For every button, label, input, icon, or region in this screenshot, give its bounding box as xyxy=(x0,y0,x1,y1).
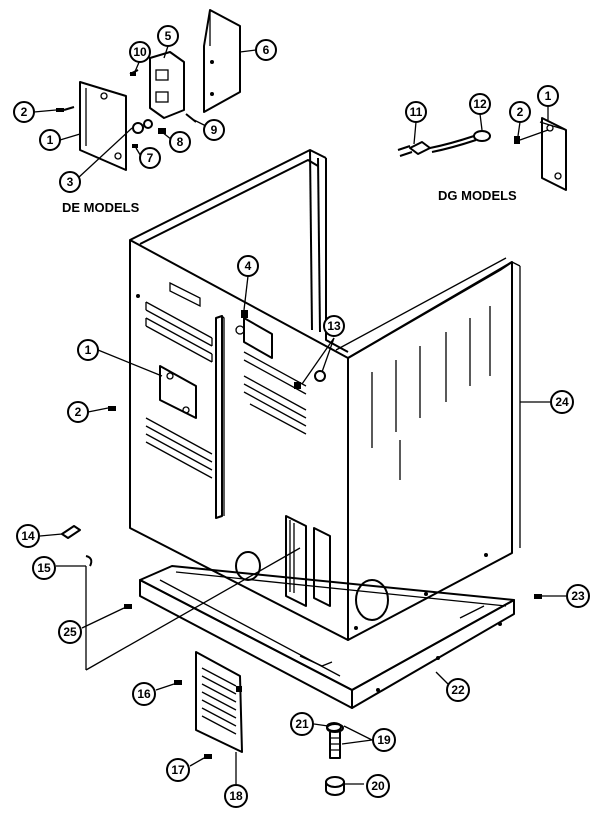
svg-text:2: 2 xyxy=(517,105,524,119)
callout-17: 17 xyxy=(166,758,190,782)
callout-15: 15 xyxy=(32,556,56,580)
callout-9: 9 xyxy=(203,119,225,141)
callout-4: 4 xyxy=(237,255,259,277)
callout-16: 16 xyxy=(132,682,156,706)
svg-text:4: 4 xyxy=(245,259,252,273)
svg-text:14: 14 xyxy=(21,529,35,543)
svg-text:17: 17 xyxy=(171,763,185,777)
svg-text:24: 24 xyxy=(555,395,569,409)
callout-1-de: 1 xyxy=(39,129,61,151)
svg-text:8: 8 xyxy=(177,135,184,149)
de-models-label: DE MODELS xyxy=(62,200,140,215)
callout-13: 13 xyxy=(323,315,345,337)
svg-text:10: 10 xyxy=(133,45,147,59)
svg-text:15: 15 xyxy=(37,561,51,575)
svg-text:6: 6 xyxy=(263,43,270,57)
svg-text:3: 3 xyxy=(67,175,74,189)
svg-text:19: 19 xyxy=(377,733,391,747)
toe-panel xyxy=(195,651,243,753)
svg-text:20: 20 xyxy=(371,779,385,793)
dg-models-label: DG MODELS xyxy=(438,188,517,203)
cabinet xyxy=(129,149,521,641)
leader-lines xyxy=(33,45,566,785)
callout-2-de: 2 xyxy=(13,101,35,123)
svg-text:2: 2 xyxy=(21,105,28,119)
louvers-lower xyxy=(145,417,213,479)
svg-text:25: 25 xyxy=(63,625,77,639)
louvers-upper xyxy=(145,301,213,363)
callout-21: 21 xyxy=(290,712,314,736)
callout-19: 19 xyxy=(372,728,396,752)
callout-22: 22 xyxy=(446,678,470,702)
callout-23: 23 xyxy=(566,584,590,608)
de-parts xyxy=(56,9,241,171)
callout-20: 20 xyxy=(366,774,390,798)
svg-text:5: 5 xyxy=(165,29,172,43)
callout-5: 5 xyxy=(157,25,179,47)
svg-text:13: 13 xyxy=(327,319,341,333)
svg-text:16: 16 xyxy=(137,687,151,701)
callout-1-dg: 1 xyxy=(537,85,559,107)
callout-2-mid: 2 xyxy=(67,401,89,423)
callout-2-dg: 2 xyxy=(509,101,531,123)
callout-14: 14 xyxy=(16,524,40,548)
louvers-right xyxy=(243,351,307,435)
callout-1-mid: 1 xyxy=(77,339,99,361)
callout-8: 8 xyxy=(169,131,191,153)
svg-text:1: 1 xyxy=(85,343,92,357)
callout-12: 12 xyxy=(469,93,491,115)
svg-text:23: 23 xyxy=(571,589,585,603)
svg-text:11: 11 xyxy=(410,105,423,119)
callout-6: 6 xyxy=(255,39,277,61)
svg-text:21: 21 xyxy=(295,717,309,731)
svg-text:9: 9 xyxy=(211,123,218,137)
callout-7: 7 xyxy=(139,147,161,169)
svg-text:22: 22 xyxy=(451,683,465,697)
base xyxy=(139,565,515,709)
callout-3: 3 xyxy=(59,171,81,193)
svg-text:1: 1 xyxy=(47,133,54,147)
svg-text:12: 12 xyxy=(473,97,487,111)
callout-24: 24 xyxy=(550,390,574,414)
svg-text:18: 18 xyxy=(229,789,243,803)
callout-10: 10 xyxy=(129,41,151,63)
callout-18: 18 xyxy=(224,784,248,808)
svg-text:1: 1 xyxy=(545,89,552,103)
svg-text:7: 7 xyxy=(147,151,154,165)
leveling-foot xyxy=(325,723,345,796)
misc-parts xyxy=(61,365,542,759)
callout-11: 11 xyxy=(405,101,427,123)
dg-parts xyxy=(397,117,567,191)
callout-25: 25 xyxy=(58,620,82,644)
svg-text:2: 2 xyxy=(75,405,82,419)
